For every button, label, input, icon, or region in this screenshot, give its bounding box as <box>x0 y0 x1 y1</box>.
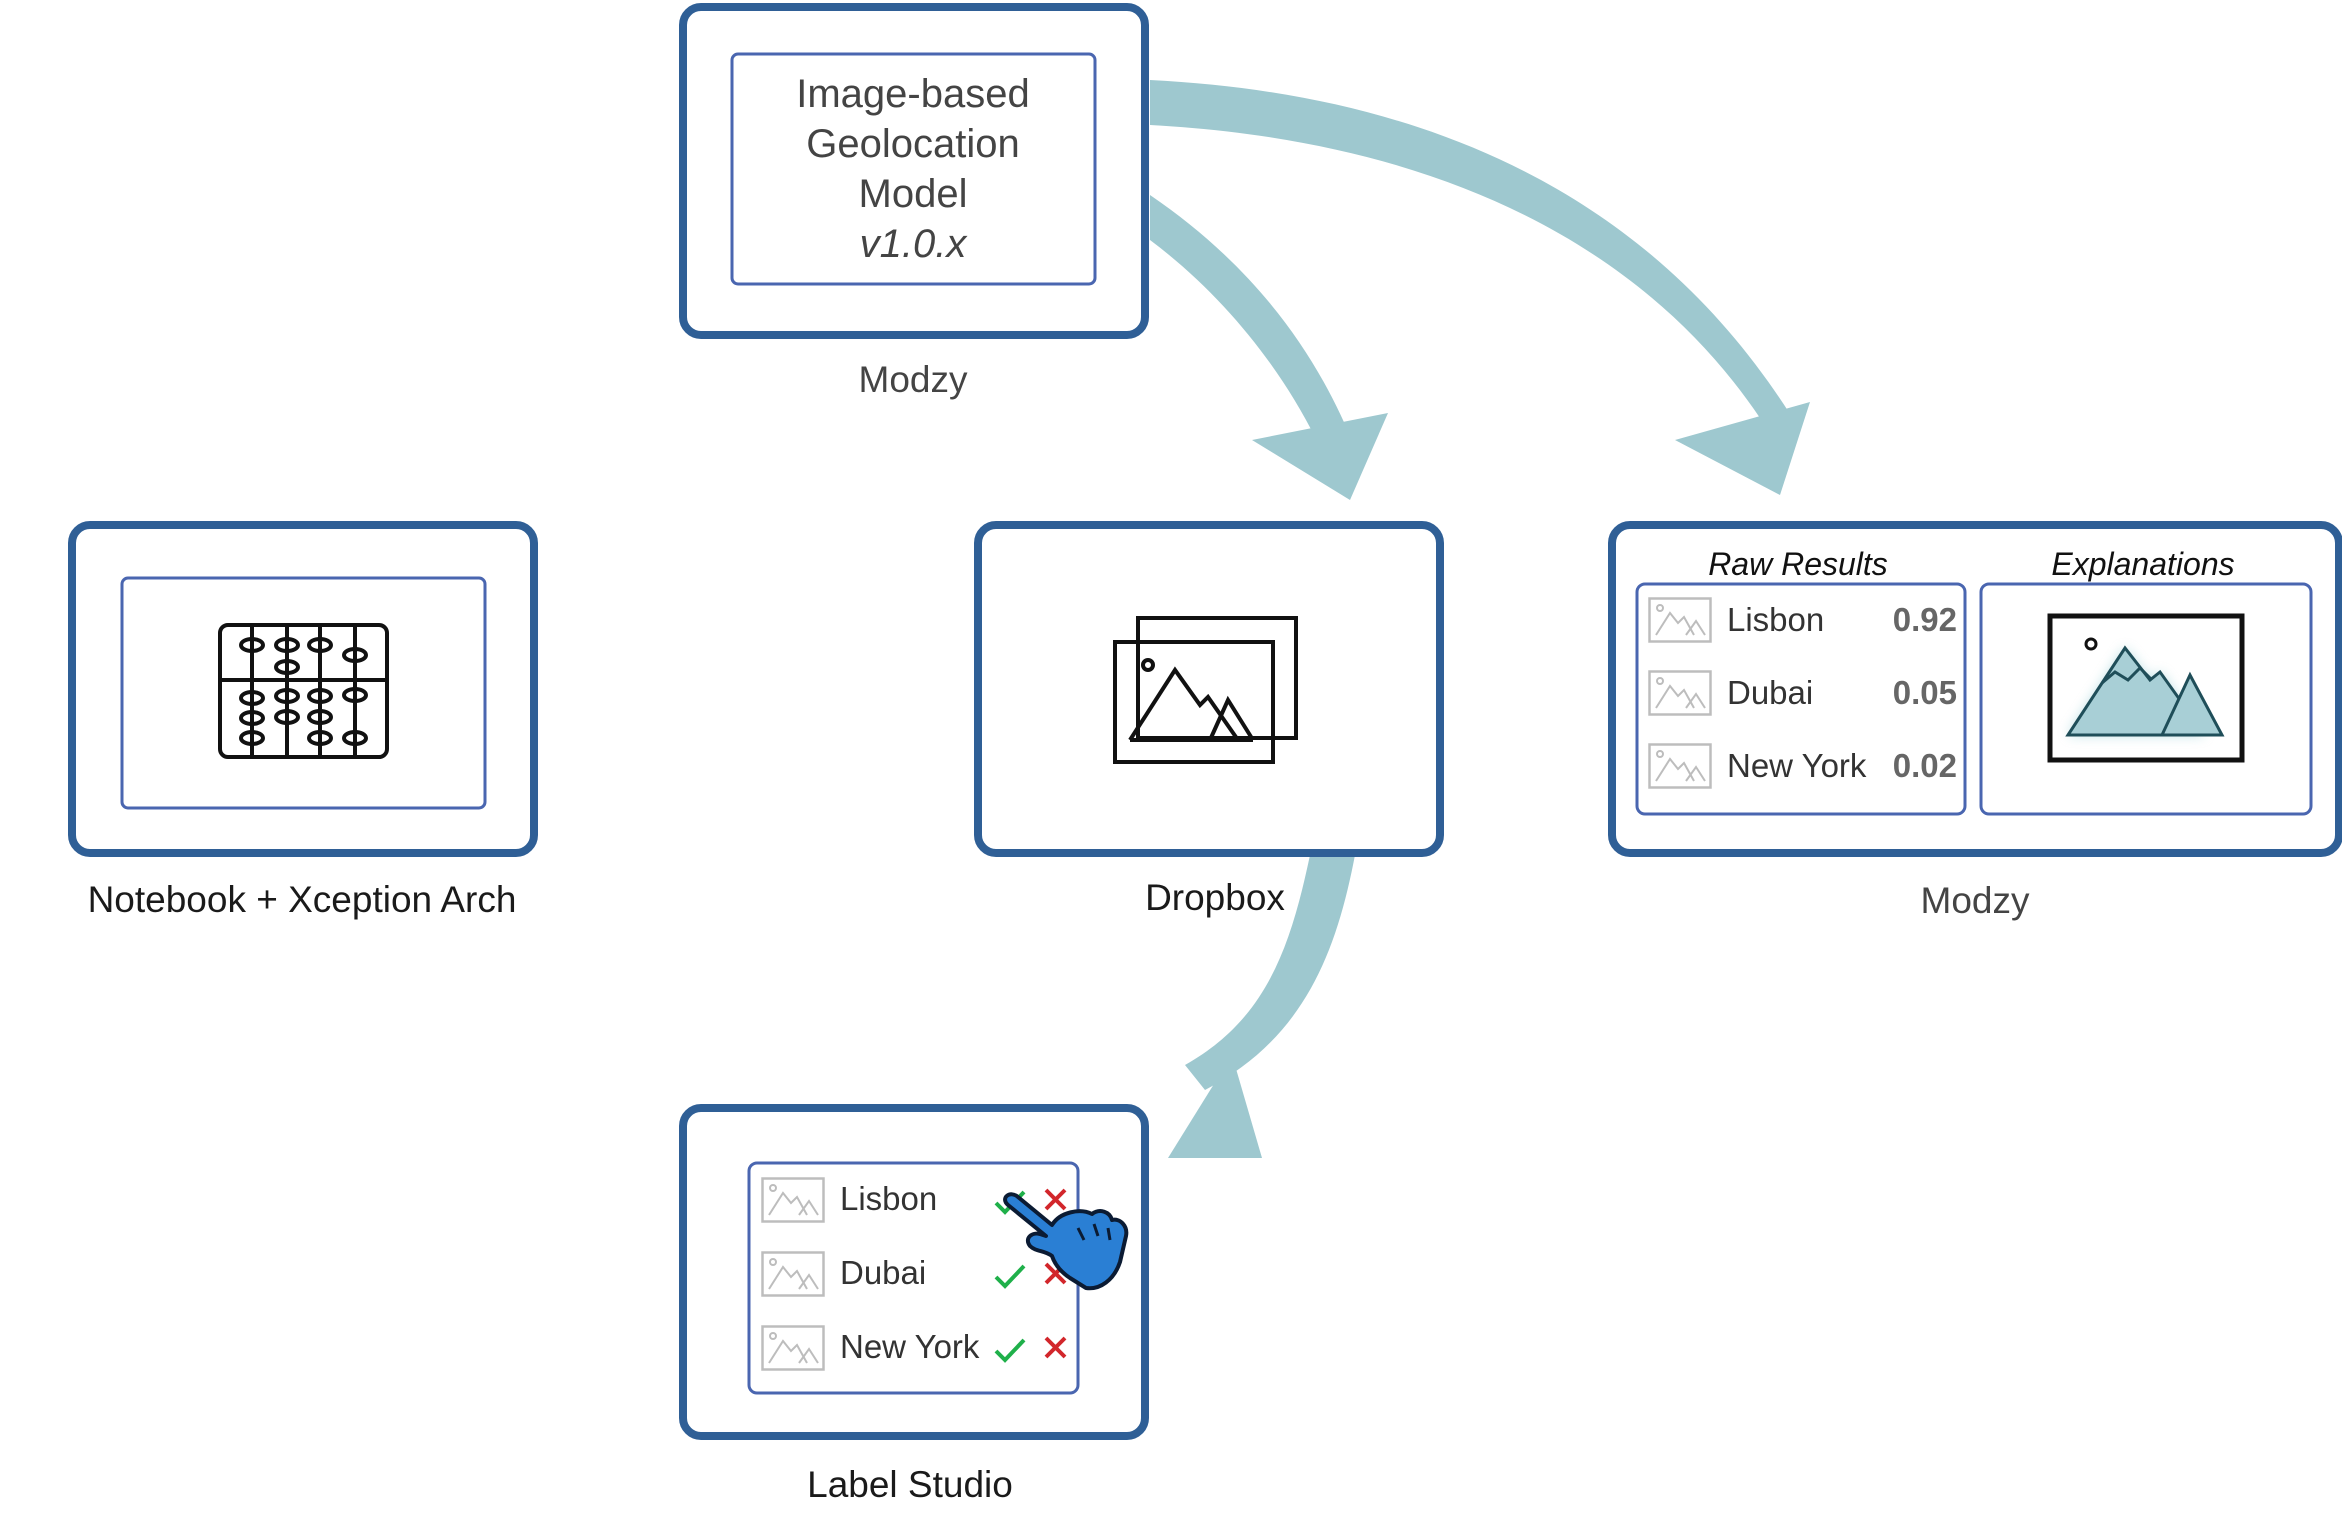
pointing-hand-icon <box>1003 1192 1129 1291</box>
result-city: Dubai <box>1727 674 1813 711</box>
results-node[interactable]: Raw Results Explanations Lisbon 0.92 Dub… <box>1608 521 2342 857</box>
model-title-line-3: Model <box>859 172 968 216</box>
image-thumbnail-icon <box>761 1177 825 1223</box>
model-node[interactable]: Image-based Geolocation Model v1.0.x <box>679 3 1149 339</box>
model-caption: Modzy <box>859 359 968 400</box>
notebook-node[interactable] <box>68 521 538 857</box>
image-thumbnail-icon <box>761 1251 825 1297</box>
result-city: Lisbon <box>1727 601 1824 638</box>
list-item: New York 0.02 <box>1648 743 1957 789</box>
notebook-caption: Notebook + Xception Arch <box>88 879 517 920</box>
list-item: New York <box>761 1325 1067 1371</box>
result-score: 0.92 <box>1893 601 1957 638</box>
result-city: New York <box>1727 747 1867 784</box>
result-score: 0.05 <box>1893 674 1957 711</box>
raw-results-title: Raw Results <box>1708 546 1888 582</box>
list-item: Lisbon <box>761 1177 1067 1223</box>
results-caption: Modzy <box>1921 880 2030 921</box>
list-item: Dubai 0.05 <box>1648 670 1957 716</box>
label-city: New York <box>840 1328 980 1365</box>
image-thumbnail-icon <box>1648 670 1712 716</box>
explanations-title: Explanations <box>2051 546 2234 582</box>
reject-x-icon[interactable] <box>1044 1188 1067 1211</box>
labelstudio-node[interactable]: Lisbon Dubai New York <box>679 1104 1149 1440</box>
image-thumbnail-icon <box>1648 597 1712 643</box>
flow-arrow-dropbox-to-labelstudio <box>1168 855 1355 1158</box>
list-item: Dubai <box>761 1251 1067 1297</box>
result-score: 0.02 <box>1893 747 1957 784</box>
image-thumbnail-icon <box>761 1325 825 1371</box>
image-gallery-icon <box>1113 616 1298 764</box>
raw-results-panel <box>1635 582 1967 816</box>
labelstudio-caption: Label Studio <box>807 1464 1013 1505</box>
label-city: Lisbon <box>840 1180 937 1217</box>
abacus-icon <box>218 623 389 759</box>
list-item: Lisbon 0.92 <box>1648 597 1957 643</box>
flow-arrow-model-to-results <box>1150 80 1810 495</box>
label-city: Dubai <box>840 1254 926 1291</box>
accept-check-icon[interactable] <box>994 1264 1026 1289</box>
image-thumbnail-icon <box>1648 743 1712 789</box>
dropbox-caption: Dropbox <box>1145 877 1285 918</box>
model-title-line-1: Image-based <box>796 72 1029 116</box>
accept-check-icon[interactable] <box>994 1338 1026 1363</box>
dropbox-node[interactable] <box>974 521 1444 857</box>
model-version: v1.0.x <box>860 222 969 266</box>
highlighted-mountain-image-icon <box>2047 613 2245 763</box>
model-title-line-2: Geolocation <box>806 122 1019 166</box>
flow-arrow-model-to-dropbox <box>1150 195 1388 500</box>
reject-x-icon[interactable] <box>1044 1336 1067 1359</box>
